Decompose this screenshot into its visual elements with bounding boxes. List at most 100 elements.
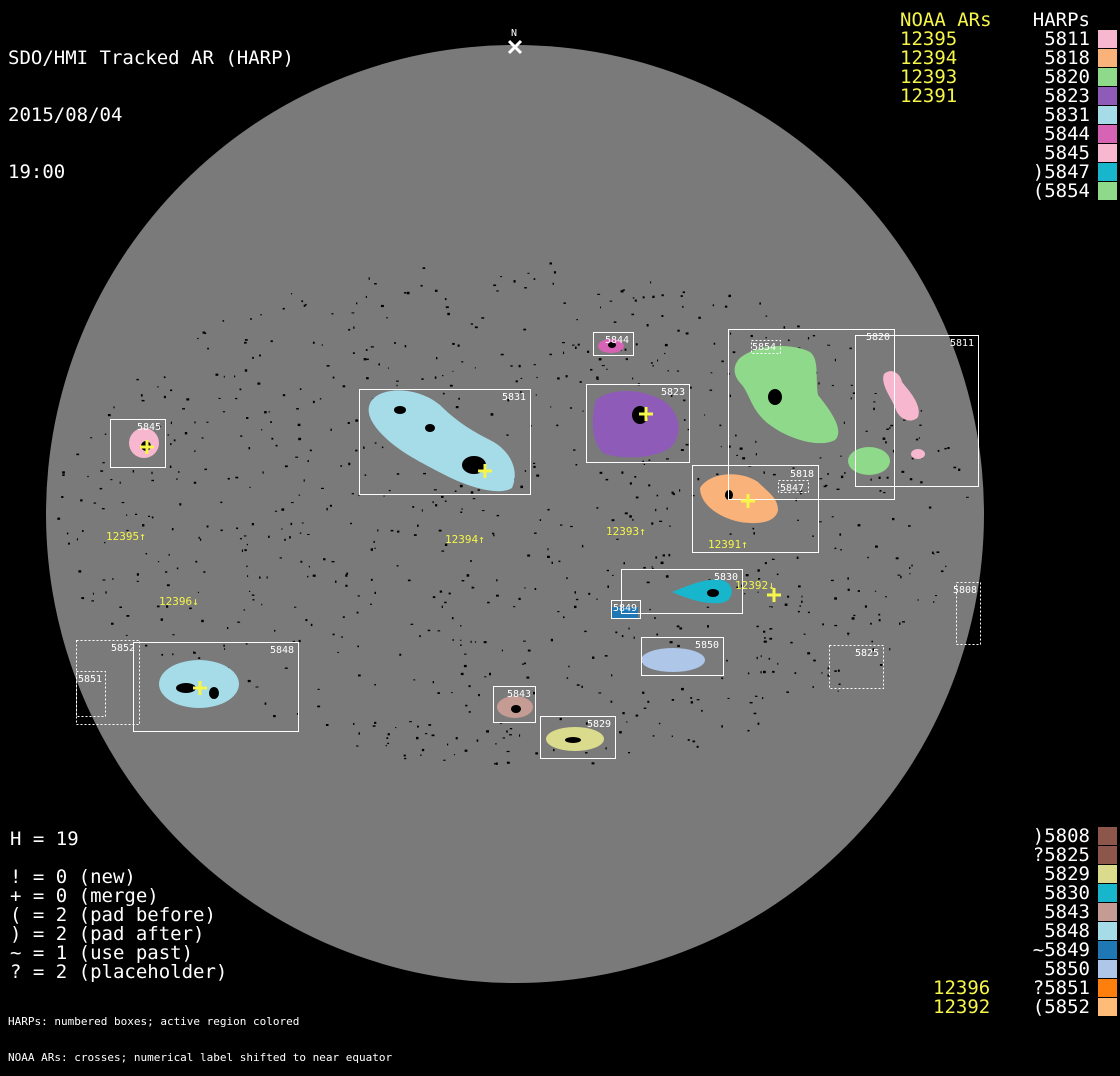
speckle-dot [527, 272, 530, 274]
speckle-dot [93, 502, 97, 504]
harp-list-item: ?5825 [1032, 844, 1090, 866]
speckle-dot [62, 471, 65, 474]
speckle-dot [680, 295, 683, 297]
speckle-dot [235, 476, 239, 479]
harp-box-5848 [133, 642, 299, 732]
speckle-dot [735, 434, 737, 437]
speckle-dot [151, 516, 154, 519]
speckle-dot [700, 645, 703, 647]
observation-time: 19:00 [8, 161, 66, 183]
speckle-dot [763, 670, 766, 674]
speckle-dot [163, 395, 166, 399]
speckle-dot [420, 754, 422, 756]
speckle-dot [447, 743, 449, 746]
speckle-dot [646, 581, 650, 584]
speckle-dot [251, 594, 255, 596]
speckle-dot [335, 580, 337, 583]
speckle-dot [303, 479, 305, 482]
speckle-dot [307, 534, 310, 535]
speckle-dot [692, 740, 696, 743]
speckle-dot [417, 725, 419, 728]
speckle-dot [836, 488, 840, 490]
harp-label: 5852 [111, 643, 135, 654]
harp-list-item: ?5851 [1032, 977, 1090, 999]
harp-list-item: ~5849 [1032, 939, 1090, 961]
harp-color-swatch [1098, 998, 1117, 1016]
speckle-dot [520, 485, 523, 489]
speckle-dot [533, 465, 536, 468]
region-5830 [672, 579, 732, 604]
speckle-dot [909, 566, 911, 569]
speckle-dot [496, 514, 500, 517]
speckle-dot [936, 551, 940, 553]
speckle-dot [483, 641, 487, 644]
speckle-dot [754, 695, 758, 697]
speckle-dot [321, 344, 323, 346]
speckle-dot [99, 487, 103, 490]
speckle-dot [463, 664, 467, 668]
speckle-dot [419, 635, 421, 638]
speckle-dot [218, 397, 221, 399]
speckle-dot [933, 553, 935, 555]
speckle-dot [413, 534, 417, 536]
speckle-dot [169, 465, 172, 468]
speckle-dot [312, 341, 315, 344]
harp-list-item: 5820 [1044, 66, 1090, 88]
footer-note: HARPs: numbered boxes; active region col… [8, 992, 392, 1076]
speckle-dot [184, 432, 188, 435]
speckle-dot [565, 375, 568, 378]
speckle-dot [453, 754, 456, 756]
region-5820 [734, 346, 839, 444]
speckle-dot [799, 490, 803, 492]
speckle-dot [348, 328, 351, 331]
speckle-dot [377, 529, 379, 532]
speckle-dot [107, 414, 111, 417]
speckle-dot [650, 281, 652, 284]
speckle-dot [557, 377, 560, 380]
speckle-dot [834, 670, 837, 672]
speckle-dot [958, 468, 961, 471]
speckle-dot [443, 759, 446, 761]
speckle-dot [523, 662, 526, 665]
speckle-dot [148, 515, 151, 517]
harp-list-item: 5843 [1044, 901, 1090, 923]
speckle-dot [656, 633, 659, 636]
speckle-dot [771, 606, 773, 608]
sunspot-cores [141, 342, 782, 743]
speckle-dot [657, 359, 659, 362]
speckle-dot [747, 672, 750, 675]
harp-label: 5811 [950, 338, 974, 349]
speckle-dot [713, 342, 716, 345]
speckle-dot [261, 603, 263, 606]
harps-list-top: HARPs 5811 5818 5820 5823 5831 5844 5845… [1028, 11, 1090, 201]
speckle-dot [909, 573, 911, 575]
speckle-dot [606, 569, 609, 572]
speckle-dot [395, 727, 397, 729]
harp-list-item: 5811 [1044, 28, 1090, 50]
speckle-dot [100, 470, 104, 472]
speckle-dot [613, 321, 617, 323]
speckle-dot [757, 722, 760, 725]
noaa-ars-list-top: NOAA ARs 12395 12394 12393 12391 [900, 11, 992, 106]
stats-line: ? = 2 (placeholder) [10, 961, 228, 983]
speckle-dot [317, 705, 321, 708]
speckle-dot [870, 622, 872, 625]
harp-label: 5843 [507, 689, 531, 700]
speckle-dot [234, 375, 236, 378]
harp-box-5849 [611, 600, 641, 619]
speckle-dot [762, 697, 764, 700]
speckle-dot [441, 605, 443, 608]
speckle-dot [470, 491, 474, 494]
harp-label: 5847 [780, 483, 804, 494]
speckle-dot [298, 639, 301, 643]
speckle-dot [753, 712, 757, 715]
speckle-dot [163, 376, 166, 379]
speckle-dot [750, 334, 753, 338]
speckle-dot [345, 584, 348, 587]
speckle-dot [301, 300, 304, 303]
speckle-dot [433, 489, 437, 491]
speckle-dot [690, 701, 693, 704]
speckle-dot [966, 496, 969, 498]
speckle-dot [493, 763, 496, 765]
harp-label: 5854 [752, 342, 776, 353]
